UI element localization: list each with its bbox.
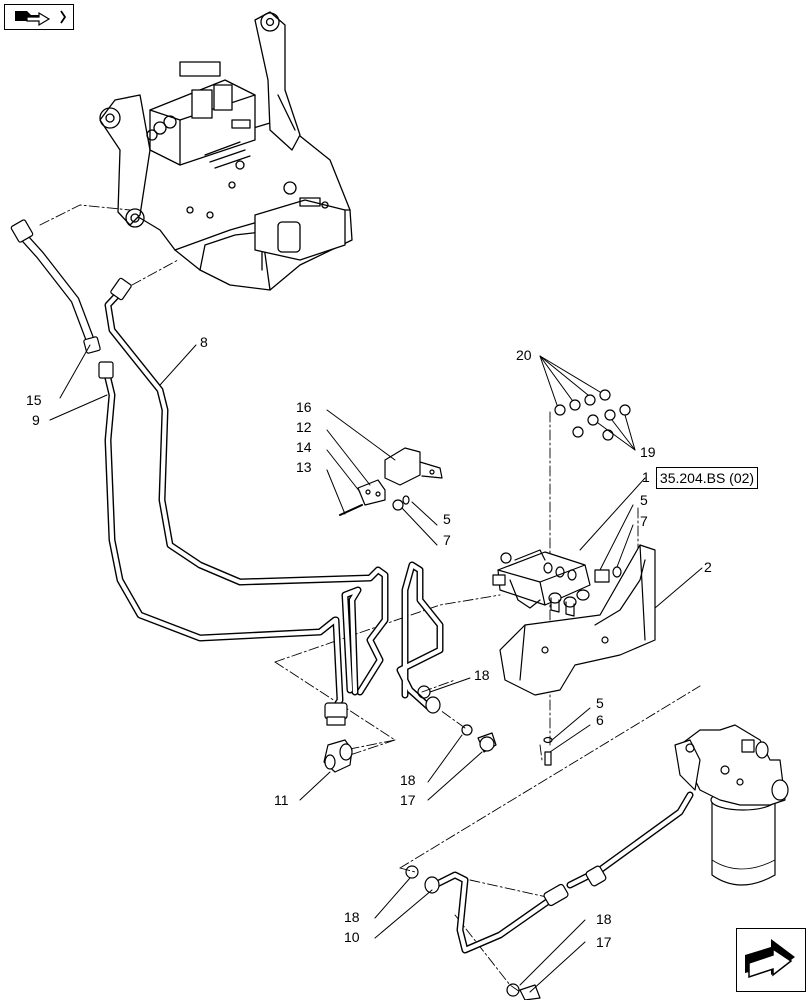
- lower-pipe-10: [424, 791, 694, 954]
- callout-5-valve: 5: [640, 492, 648, 508]
- callout-10: 10: [344, 929, 360, 945]
- bracket-fasteners: [543, 566, 622, 766]
- book-pointer-icon: [15, 10, 67, 27]
- callout-18-mid: 18: [400, 772, 416, 788]
- callout-9: 9: [32, 412, 40, 428]
- callout-11: 11: [274, 792, 289, 808]
- pipe-9: [98, 361, 348, 726]
- callout-13: 13: [296, 459, 312, 475]
- reference-box[interactable]: 35.204.BS (02): [656, 467, 758, 489]
- callout-8: 8: [200, 334, 208, 350]
- callout-7-valve: 7: [640, 513, 648, 529]
- pipe-8: [104, 277, 389, 696]
- callout-7-clip: 7: [443, 532, 451, 548]
- callout-12: 12: [296, 419, 312, 435]
- clip-assembly: [339, 447, 443, 516]
- callout-1: 1: [642, 469, 650, 485]
- callout-17-mid: 17: [400, 792, 416, 808]
- next-page-button[interactable]: [736, 928, 806, 992]
- callout-20: 20: [516, 347, 532, 363]
- callout-18-bottom: 18: [596, 911, 612, 927]
- callout-2: 2: [704, 559, 712, 575]
- hose-15: [10, 219, 101, 354]
- callout-18-lower: 18: [344, 909, 360, 925]
- bracket-2: [499, 544, 656, 696]
- pipe-loop: [341, 561, 444, 712]
- o-ring-kit: [554, 389, 631, 441]
- elbow-fitting-11: [323, 739, 353, 773]
- callout-6: 6: [596, 712, 604, 728]
- o-rings-and-plugs: [405, 685, 541, 1001]
- callout-19: 19: [640, 444, 656, 460]
- lift-housing-assembly: [99, 11, 353, 291]
- callout-5-bracket: 5: [596, 695, 604, 711]
- leader-lines: [49, 344, 703, 993]
- callout-14: 14: [296, 439, 312, 455]
- filter-assembly: [674, 724, 789, 886]
- callout-17-bottom: 17: [596, 934, 612, 950]
- callout-18-upper: 18: [474, 667, 490, 683]
- control-valve-1: [492, 549, 591, 617]
- callout-16: 16: [296, 399, 312, 415]
- callout-5-clip: 5: [443, 511, 451, 527]
- next-page-arrow-icon: [745, 939, 795, 979]
- book-pointer-button[interactable]: [4, 4, 74, 30]
- callout-15: 15: [26, 392, 42, 408]
